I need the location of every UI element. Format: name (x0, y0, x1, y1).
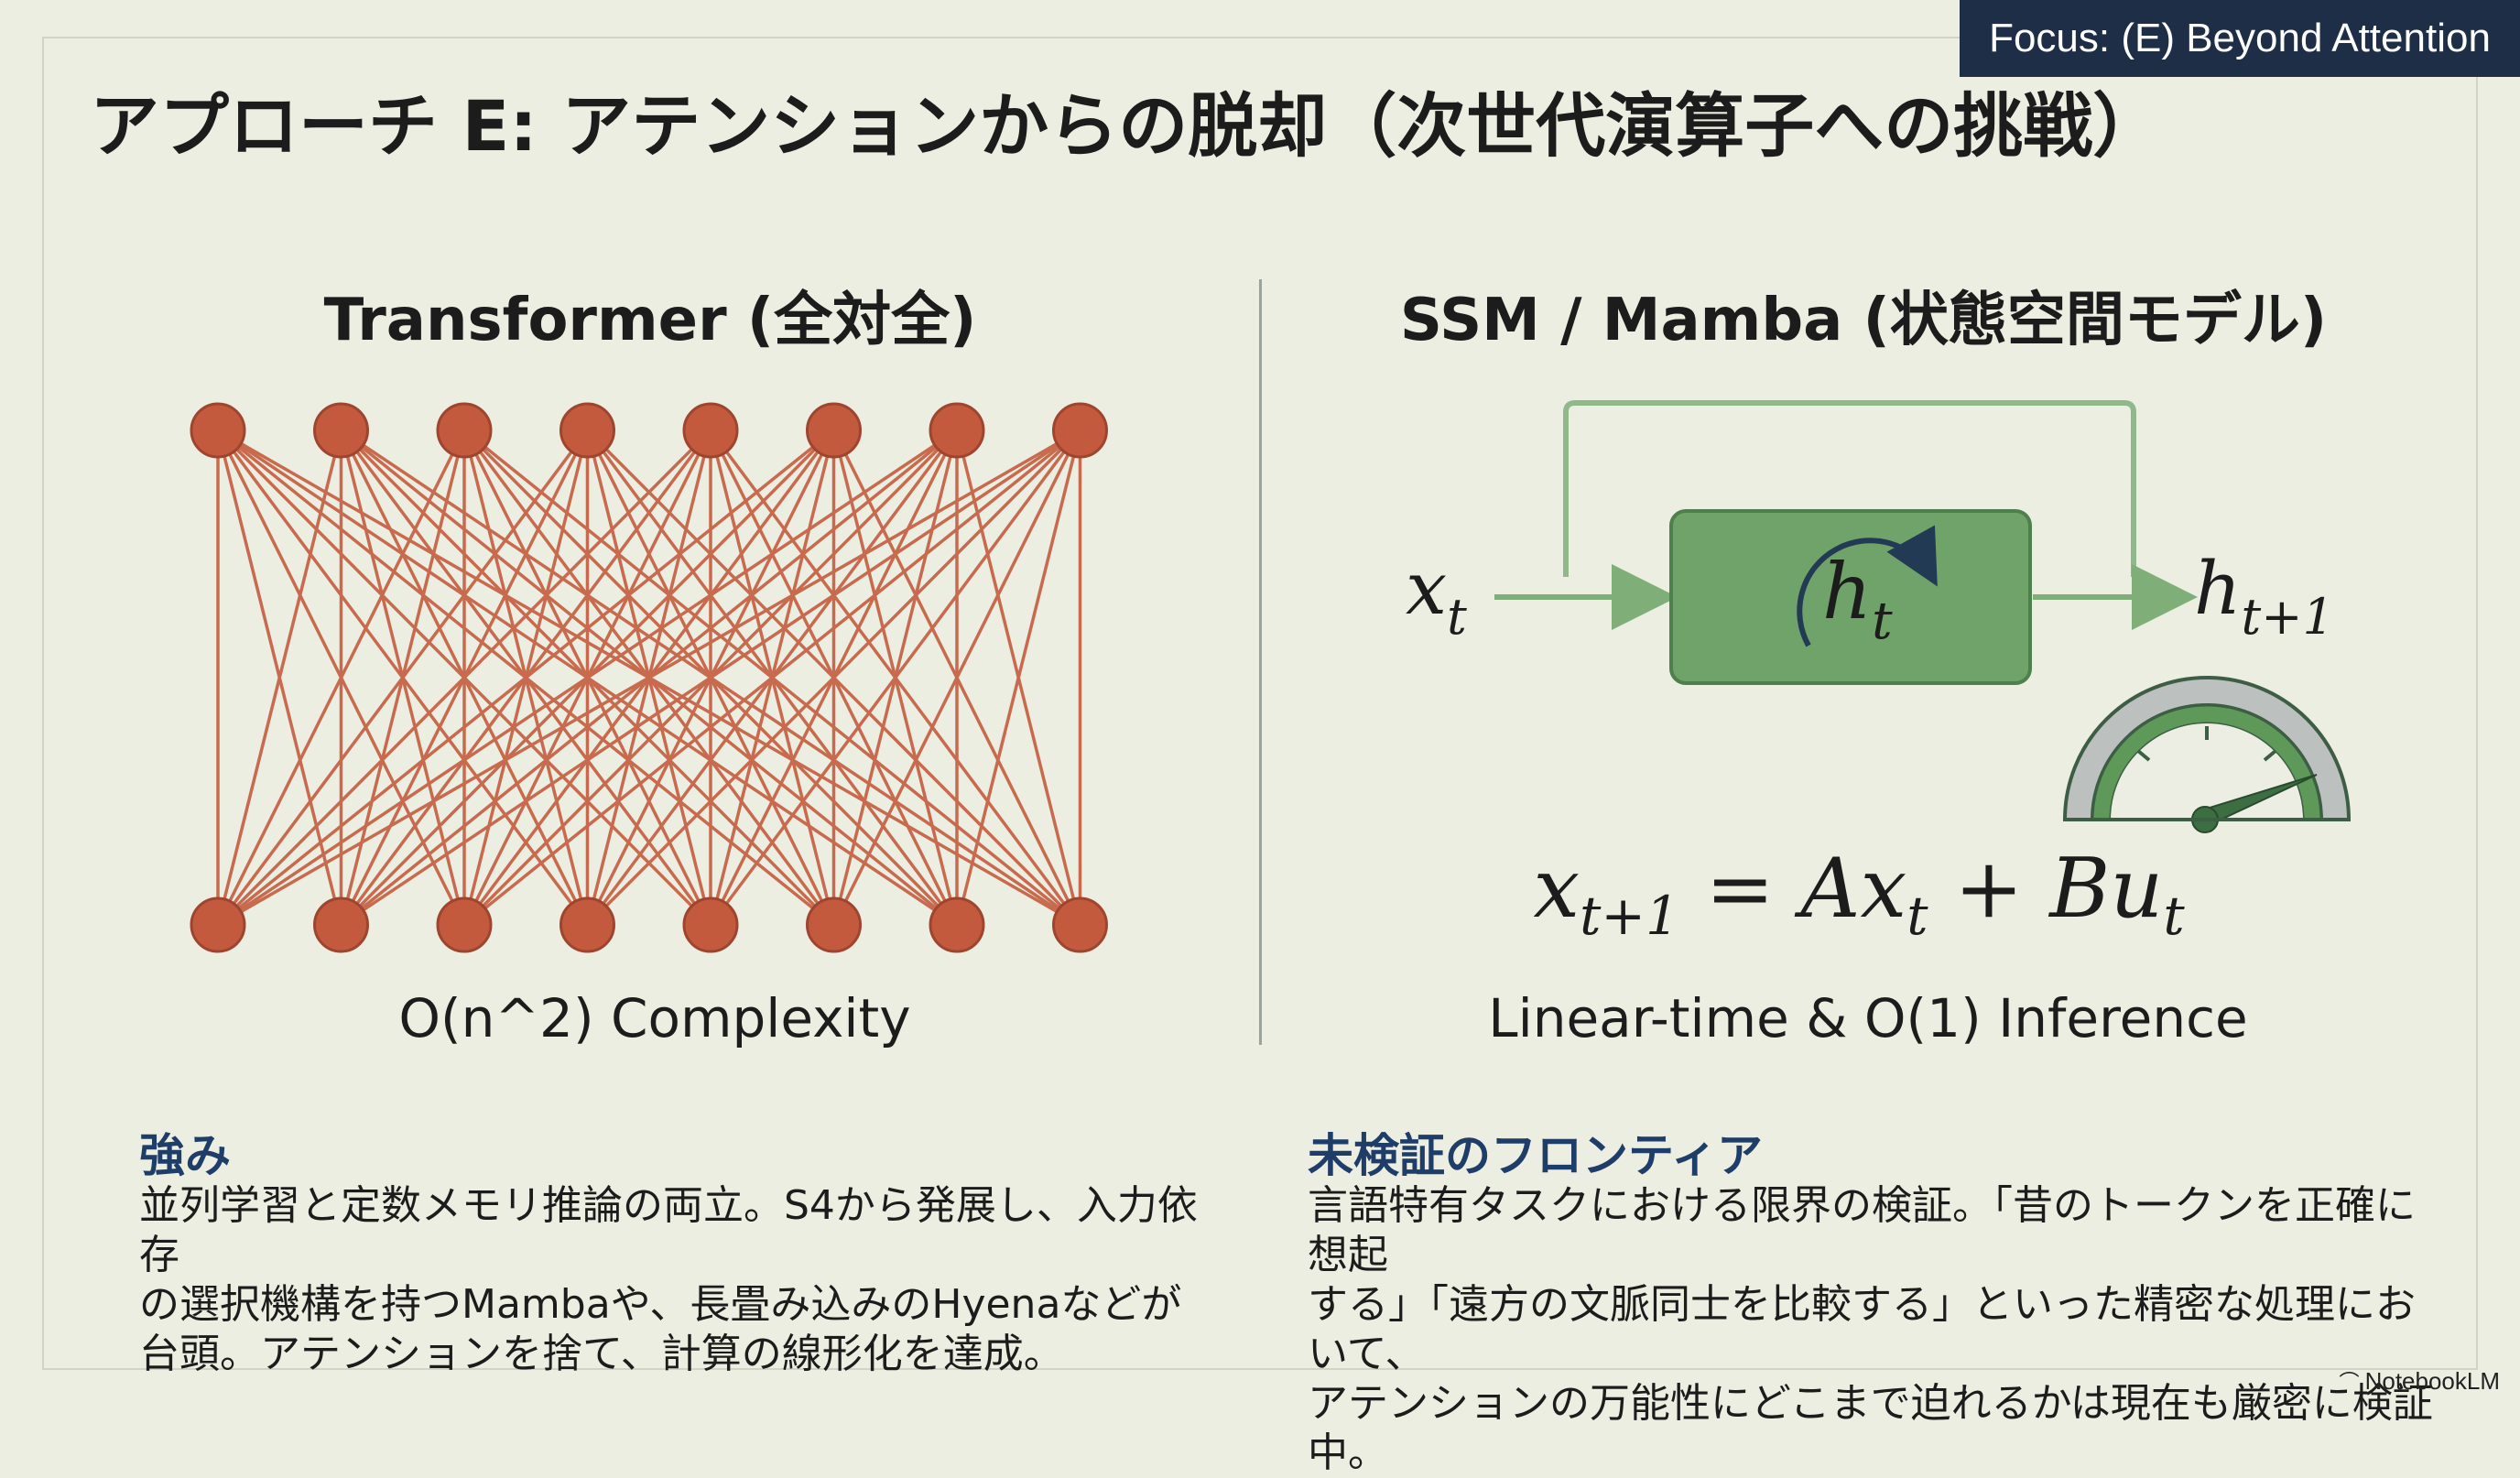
notebooklm-brand: ⌒ NotebookLM (2339, 1366, 2500, 1396)
token-node-bottom (1052, 897, 1108, 953)
input-label: x (1406, 546, 1447, 631)
frontier-heading: 未検証のフロンティア (1308, 1129, 1763, 1182)
attention-edge (216, 429, 343, 926)
token-node-bottom (806, 897, 862, 953)
token-node-top (190, 402, 246, 459)
hidden-state-box (1669, 509, 2032, 685)
attention-edge (216, 429, 712, 927)
attention-edge (586, 429, 1081, 927)
attention-edge (462, 429, 1081, 927)
output-subscript: t+1 (2242, 588, 2334, 646)
equation-lhs-subscript: t+1 (1580, 885, 1679, 947)
recurrence-arrow-icon (1797, 525, 1938, 647)
token-node-bottom (436, 897, 493, 953)
equation-term-a-subscript: t (1906, 885, 1928, 947)
speedometer-icon (2062, 676, 2352, 833)
column-divider (1259, 279, 1262, 1045)
attention-edge (955, 429, 1082, 926)
token-node-bottom (682, 897, 739, 953)
output-label: h (2194, 546, 2242, 631)
ssm-inference-caption: Linear-time & O(1) Inference (1488, 987, 2248, 1049)
equation-plus: + (1928, 841, 2050, 937)
transformer-complexity-caption: O(n^2) Complexity (398, 987, 911, 1049)
frontier-text: 言語特有タスクにおける限界の検証。「昔のトークンを正確に想起 する」「遠方の文脈… (1308, 1181, 2452, 1478)
attention-edge (216, 429, 466, 926)
attention-edge (217, 429, 1081, 927)
state-space-equation: xt+1 = Axt + But (1483, 841, 2234, 947)
strength-line: 並列学習と定数メモリ推論の両立。S4から発展し、入力依存 (139, 1182, 1198, 1278)
feedback-loop-line (1563, 400, 2136, 577)
ssm-title: SSM / Mamba (状態空間モデル) (1399, 287, 2328, 354)
frontier-line: 言語特有タスクにおける限界の検証。「昔のトークンを正確に想起 (1308, 1182, 2416, 1278)
attention-edge (340, 429, 1081, 927)
attention-edge (216, 429, 835, 927)
token-node-top (559, 402, 615, 459)
token-node-top (436, 402, 493, 459)
equation-term-b-subscript: t (2163, 885, 2185, 947)
svg-text:ht: ht (1822, 547, 1893, 651)
attention-edge (709, 429, 1081, 927)
transformer-title: Transformer (全対全) (323, 287, 977, 354)
frontier-line: アテンションの万能性にどこまで迫れるかは現在も厳密に検証中。 (1308, 1380, 2433, 1476)
token-node-bottom (929, 897, 985, 953)
attention-edge (831, 429, 1082, 926)
frontier-line: する」「遠方の文脈同士を比較する」といった精密な処理において、 (1308, 1281, 2416, 1377)
equation-equals: = (1678, 841, 1801, 937)
equation-lhs: x (1533, 841, 1580, 937)
svg-text:xt: xt (1406, 546, 1467, 646)
attention-edge (217, 429, 958, 927)
input-subscript: t (1447, 588, 1467, 646)
token-node-bottom (559, 897, 615, 953)
strength-heading: 強み (139, 1129, 231, 1182)
slide-title: アプローチ E: アテンションからの脱却（次世代演算子への挑戦） (90, 85, 2163, 167)
strength-text: 並列学習と定数メモリ推論の両立。S4から発展し、入力依存 の選択機構を持つMam… (139, 1181, 1220, 1379)
network-edges (216, 429, 1082, 927)
token-node-top (806, 402, 862, 459)
svg-text:ht+1: ht+1 (2194, 546, 2334, 646)
state-subscript: t (1872, 592, 1893, 651)
token-node-top (682, 402, 739, 459)
token-node-top (929, 402, 985, 459)
equation-term-a: Ax (1800, 841, 1907, 937)
token-node-bottom (190, 897, 246, 953)
brand-label: NotebookLM (2364, 1367, 2500, 1395)
ssm-recurrence-diagram: ht xt ht+1 (1406, 400, 2352, 833)
strength-line: 台頭。アテンションを捨て、計算の線形化を達成。 (139, 1331, 1064, 1377)
brand-logo-icon: ⌒ (2339, 1371, 2365, 1394)
token-node-bottom (313, 897, 369, 953)
slide-frame (42, 37, 2478, 1370)
token-node-top (1052, 402, 1108, 459)
network-nodes (190, 402, 1108, 953)
strength-line: の選択機構を持つMambaや、長畳み込みのHyenaなどが (139, 1281, 1182, 1328)
state-label: h (1822, 547, 1872, 636)
equation-term-b: Bu (2049, 841, 2164, 937)
focus-tag: Focus: (E) Beyond Attention (1960, 0, 2520, 77)
all-to-all-network-diagram (190, 402, 1108, 953)
token-node-top (313, 402, 369, 459)
attention-edge (216, 429, 589, 927)
